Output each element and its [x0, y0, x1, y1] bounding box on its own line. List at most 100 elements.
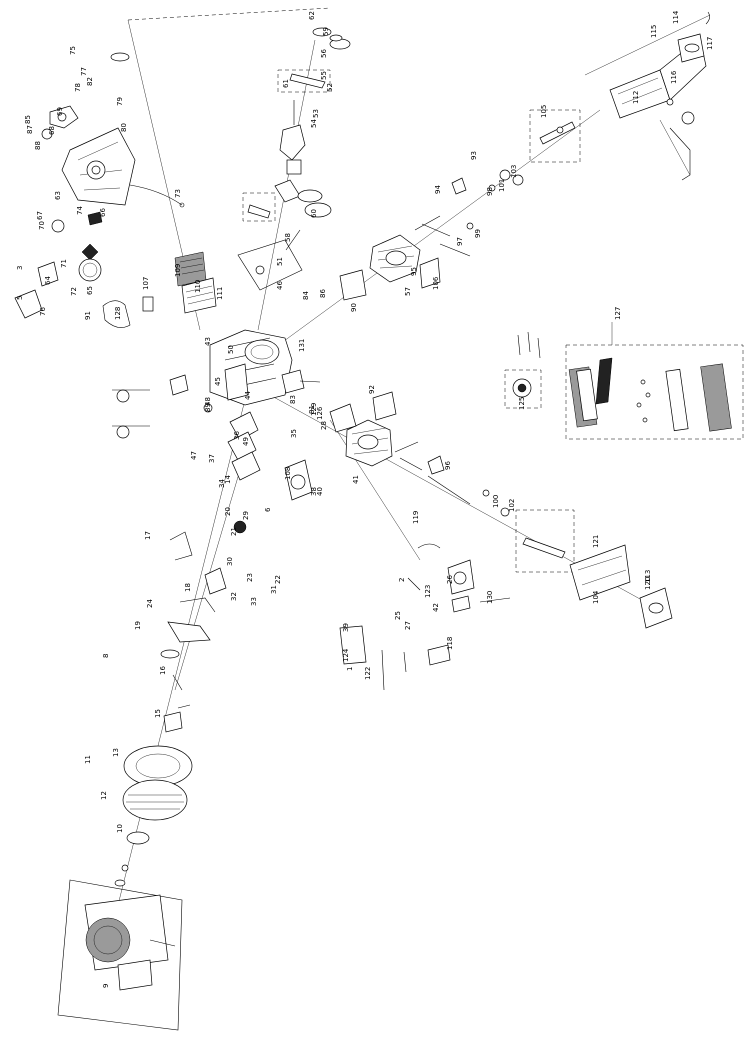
part-label-62: 62 [308, 11, 316, 20]
part-label-19: 19 [134, 621, 142, 630]
part-label-93: 93 [470, 151, 478, 160]
part-label-35: 35 [290, 429, 298, 438]
part-label-67: 67 [36, 211, 44, 220]
part-label-33: 33 [250, 597, 258, 606]
part-label-97: 97 [456, 237, 464, 246]
part-label-22: 22 [274, 575, 282, 584]
muffler-group [142, 251, 217, 314]
assembly-axis-lines [117, 7, 711, 906]
part-label-60: 60 [310, 209, 318, 218]
part-label-130: 130 [486, 591, 494, 604]
part-label-116: 116 [670, 70, 678, 84]
part-label-17: 17 [144, 531, 152, 540]
part-label-14: 14 [224, 475, 232, 484]
part-number-labels: 1235689101112131415161718192021222324252… [16, 10, 714, 988]
part-label-105: 105 [540, 105, 548, 118]
part-label-95: 95 [410, 267, 418, 276]
part-label-36: 36 [233, 431, 241, 440]
part-label-28: 28 [320, 421, 328, 430]
part-label-13: 13 [112, 748, 120, 757]
part-label-39: 39 [342, 623, 350, 632]
part-label-121: 121 [592, 535, 600, 548]
part-label-8: 8 [102, 654, 110, 658]
part-label-88: 88 [34, 141, 42, 150]
part-label-18: 18 [184, 583, 192, 592]
crankshaft-piston-group [237, 27, 351, 291]
part-label-41: 41 [352, 475, 360, 484]
part-label-129: 129 [310, 403, 318, 416]
part-label-70: 70 [38, 221, 46, 230]
part-label-106: 106 [432, 276, 440, 290]
valve-train-upper [488, 11, 710, 192]
part-label-5: 5 [16, 296, 24, 300]
part-label-118: 118 [446, 637, 454, 650]
governor-linkage-group [160, 411, 313, 733]
part-label-61: 61 [282, 79, 290, 88]
part-label-52: 52 [326, 83, 334, 92]
part-label-117: 117 [706, 37, 714, 50]
part-label-82: 82 [86, 77, 94, 86]
part-label-115: 115 [650, 25, 658, 38]
part-label-12: 12 [100, 791, 108, 800]
part-label-69: 69 [56, 107, 64, 116]
part-label-89: 89 [204, 403, 212, 412]
cylinder-head-upper [339, 177, 474, 301]
part-label-91: 91 [84, 311, 92, 320]
cylinder-head-lower [329, 391, 471, 505]
part-label-108: 108 [284, 467, 292, 480]
part-label-94: 94 [434, 185, 442, 194]
part-label-26: 26 [446, 575, 454, 584]
part-label-2: 2 [398, 578, 406, 582]
part-label-123: 123 [424, 585, 432, 598]
part-label-102: 102 [508, 499, 516, 512]
air-filter-assembly [504, 322, 744, 440]
part-label-104: 104 [592, 590, 600, 604]
part-label-86: 86 [319, 289, 327, 298]
part-label-66: 66 [99, 208, 107, 217]
part-label-127: 127 [614, 307, 622, 320]
part-label-3: 3 [16, 266, 24, 270]
part-label-43: 43 [204, 337, 212, 346]
part-label-119: 119 [412, 511, 420, 524]
part-label-72: 72 [70, 287, 78, 296]
part-label-71: 71 [60, 259, 68, 268]
part-label-103: 103 [510, 165, 518, 178]
part-label-76: 76 [39, 307, 47, 316]
carburetor-group [339, 543, 511, 691]
valve-train-lower [482, 489, 673, 629]
part-label-111: 111 [216, 287, 224, 300]
part-label-46: 46 [276, 281, 284, 290]
part-label-75: 75 [69, 46, 77, 55]
part-label-29: 29 [242, 511, 250, 520]
part-label-34: 34 [218, 479, 226, 488]
part-label-96: 96 [444, 461, 452, 470]
part-label-38: 38 [310, 487, 318, 496]
part-label-49: 49 [242, 437, 250, 446]
part-label-59: 59 [322, 27, 330, 36]
part-label-37: 37 [208, 454, 216, 463]
part-label-31: 31 [270, 585, 278, 594]
part-label-57: 57 [404, 287, 412, 296]
part-label-100: 100 [492, 495, 500, 508]
part-label-65: 65 [86, 286, 94, 295]
part-label-109: 109 [174, 264, 182, 277]
part-label-63: 63 [54, 191, 62, 200]
part-label-87: 87 [26, 125, 34, 134]
part-label-90: 90 [350, 303, 358, 312]
part-label-101: 101 [498, 179, 506, 192]
part-label-92: 92 [368, 385, 376, 394]
part-label-53: 53 [312, 109, 320, 118]
part-label-6: 6 [264, 507, 272, 512]
part-label-40: 40 [316, 487, 324, 496]
part-label-1: 1 [346, 667, 354, 671]
part-label-16: 16 [159, 666, 167, 675]
part-label-56: 56 [320, 49, 328, 58]
part-label-83: 83 [289, 395, 297, 404]
left-fastener-groups [112, 374, 213, 439]
part-label-54: 54 [310, 119, 318, 128]
part-label-107: 107 [142, 277, 150, 290]
part-label-80: 80 [120, 123, 128, 132]
part-label-68: 68 [48, 126, 56, 135]
